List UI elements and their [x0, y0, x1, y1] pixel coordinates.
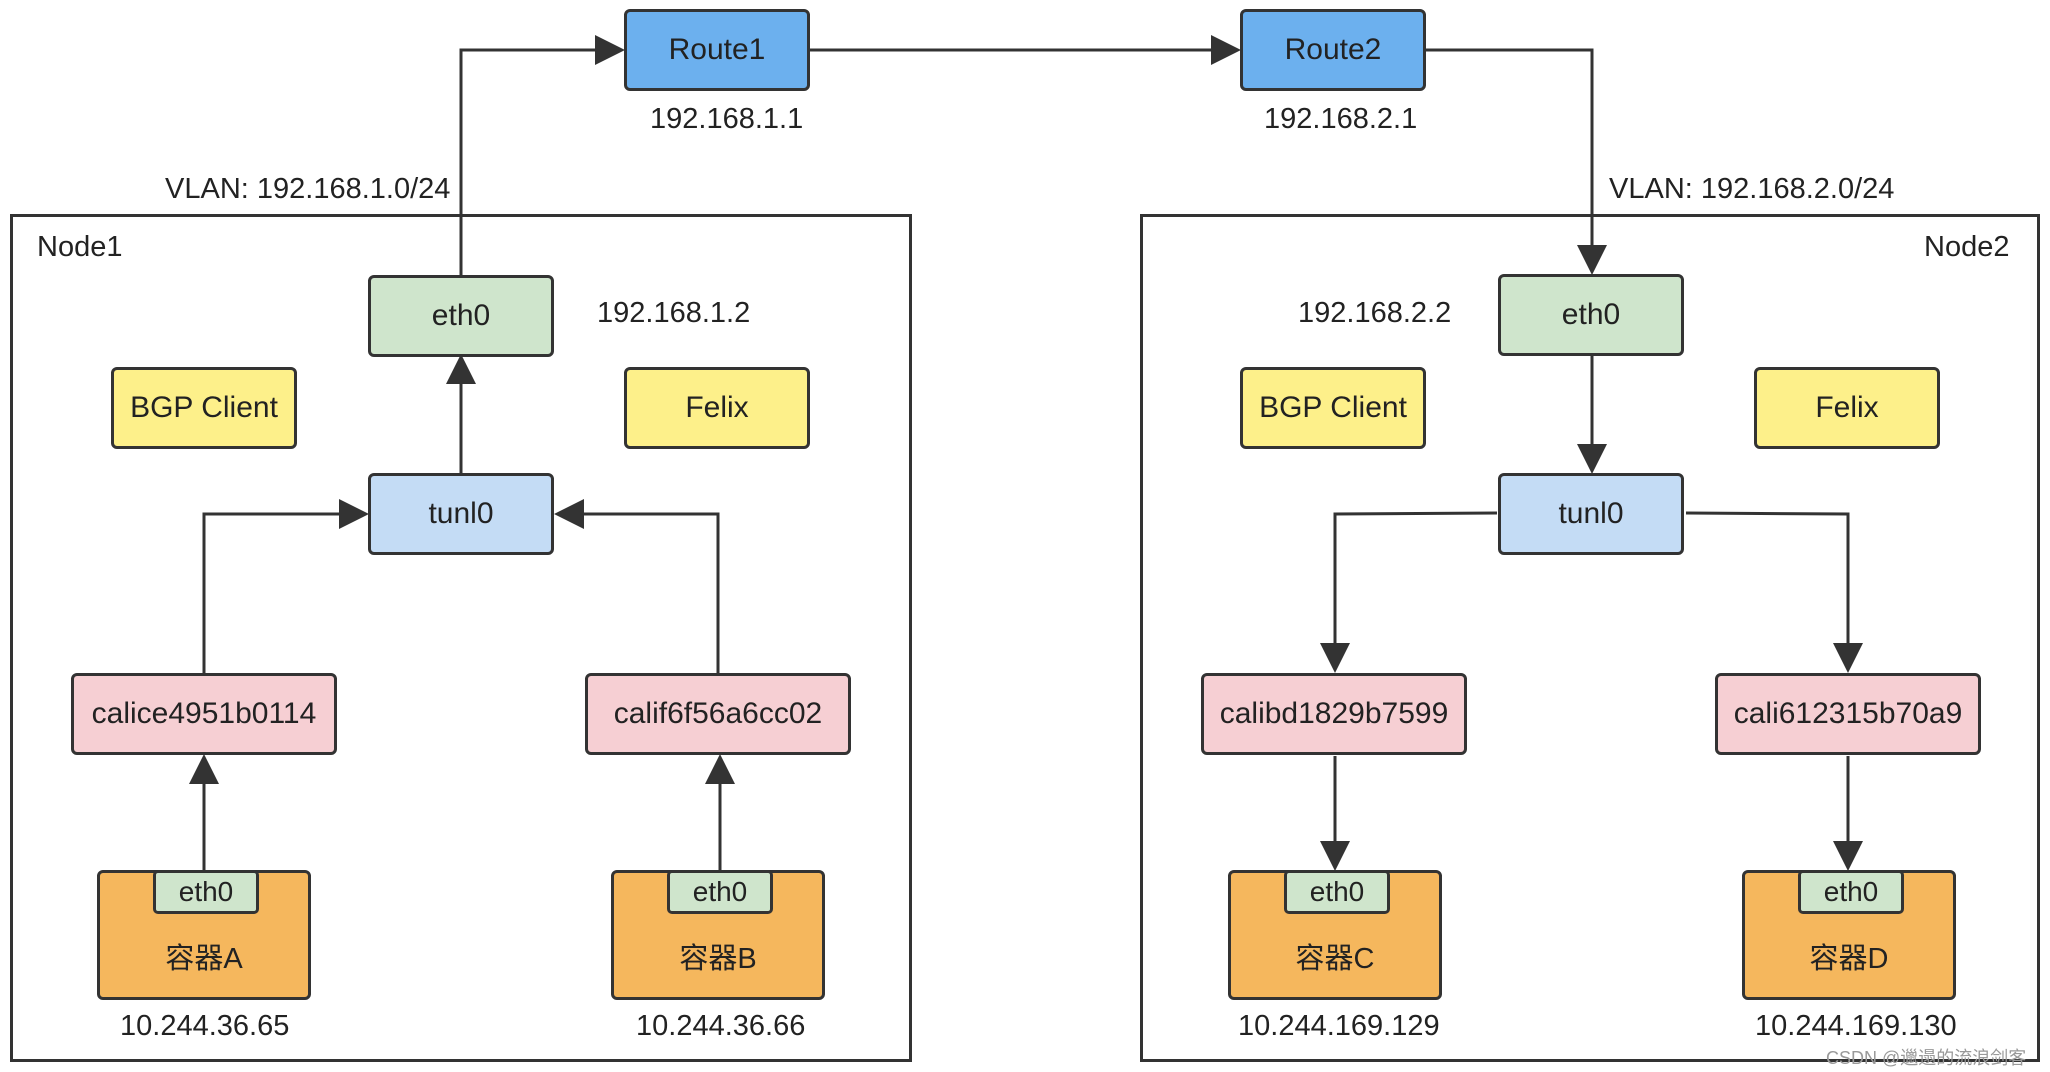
node1-cali-b-label: calif6f56a6cc02 — [613, 697, 823, 730]
node1-bgp-client-label: BGP Client — [130, 391, 278, 424]
node2-title: Node2 — [1924, 231, 2010, 263]
node2-cali-d-box: cali612315b70a9 — [1715, 673, 1981, 755]
node2-cali-c-box: calibd1829b7599 — [1201, 673, 1467, 755]
container-c-box: eth0 容器C — [1228, 870, 1442, 1000]
node1-title: Node1 — [37, 231, 123, 263]
node1-tunl0-box: tunl0 — [368, 473, 554, 555]
node1-bgp-client-box: BGP Client — [111, 367, 297, 449]
node1-eth0-label: eth0 — [431, 299, 491, 332]
container-b-box: eth0 容器B — [611, 870, 825, 1000]
container-c-ip: 10.244.169.129 — [1238, 1010, 1440, 1042]
edge-node2-tunl0-to-cali-d — [1685, 511, 1863, 673]
node2-felix-label: Felix — [1815, 391, 1879, 424]
edge-node1-cali-b-to-tunl0 — [554, 499, 720, 673]
route2-label: Route2 — [1284, 33, 1382, 66]
container-b-eth0-label: eth0 — [692, 876, 748, 907]
edge-route2-to-node2-eth0 — [1425, 48, 1607, 275]
node2-bgp-client-label: BGP Client — [1259, 391, 1407, 424]
node1-felix-label: Felix — [685, 391, 749, 424]
node1-cali-a-box: calice4951b0114 — [71, 673, 337, 755]
container-d-ip: 10.244.169.130 — [1755, 1010, 1957, 1042]
node1-frame — [10, 214, 912, 1062]
container-d-eth0-label: eth0 — [1823, 876, 1879, 907]
node2-frame — [1140, 214, 2040, 1062]
watermark: CSDN @邋遢的流浪剑客 — [1826, 1048, 2027, 1068]
node1-vlan-label: VLAN: 192.168.1.0/24 — [165, 173, 451, 205]
node2-eth0-label: eth0 — [1561, 298, 1621, 331]
container-b-eth0: eth0 — [667, 870, 773, 914]
container-a-eth0: eth0 — [153, 870, 259, 914]
container-a-ip: 10.244.36.65 — [120, 1010, 290, 1042]
container-a-box: eth0 容器A — [97, 870, 311, 1000]
node1-felix-box: Felix — [624, 367, 810, 449]
node2-bgp-client-box: BGP Client — [1240, 367, 1426, 449]
container-d-eth0: eth0 — [1798, 870, 1904, 914]
node2-tunl0-box: tunl0 — [1498, 473, 1684, 555]
container-c-eth0-label: eth0 — [1309, 876, 1365, 907]
node1-cali-b-box: calif6f56a6cc02 — [585, 673, 851, 755]
route2-ip: 192.168.2.1 — [1264, 103, 1418, 135]
node2-eth0-box: eth0 — [1498, 274, 1684, 356]
node1-tunl0-label: tunl0 — [428, 497, 494, 530]
edge-node2-tunl0-to-cali-c — [1320, 511, 1498, 673]
route1-label: Route1 — [668, 33, 766, 66]
container-b-name: 容器B — [679, 943, 757, 975]
container-c-eth0: eth0 — [1284, 870, 1390, 914]
node2-eth0-ip: 192.168.2.2 — [1298, 297, 1452, 329]
container-c-name: 容器C — [1295, 943, 1375, 975]
node1-eth0-ip: 192.168.1.2 — [597, 297, 751, 329]
container-d-box: eth0 容器D — [1742, 870, 1956, 1000]
edge-node1-cali-a-to-tunl0 — [202, 499, 369, 673]
node1-cali-a-label: calice4951b0114 — [91, 697, 317, 730]
node2-cali-c-label: calibd1829b7599 — [1219, 697, 1449, 730]
container-a-name: 容器A — [165, 943, 243, 975]
container-d-name: 容器D — [1809, 943, 1889, 975]
route2-box: Route2 — [1240, 9, 1426, 91]
node2-vlan-label: VLAN: 192.168.2.0/24 — [1609, 173, 1895, 205]
node2-felix-box: Felix — [1754, 367, 1940, 449]
node2-tunl0-label: tunl0 — [1558, 497, 1624, 530]
container-b-ip: 10.244.36.66 — [636, 1010, 806, 1042]
node1-eth0-box: eth0 — [368, 275, 554, 357]
route1-ip: 192.168.1.1 — [650, 103, 804, 135]
container-a-eth0-label: eth0 — [178, 876, 234, 907]
node2-cali-d-label: cali612315b70a9 — [1733, 697, 1963, 730]
edge-node1-eth0-to-route1 — [459, 35, 625, 275]
route1-box: Route1 — [624, 9, 810, 91]
